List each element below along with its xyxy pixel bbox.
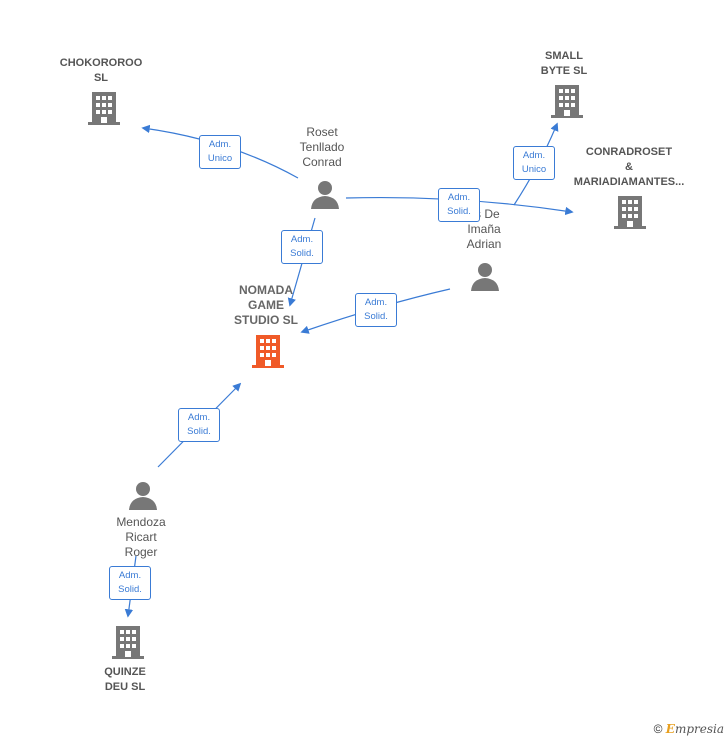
brand-watermark: © Empresia [654, 722, 724, 736]
company-label-quinze[interactable]: QUINZE DEU SL [104, 666, 146, 693]
brand-logo: Empresia [665, 722, 724, 736]
edge-badge-roset-nomada[interactable]: Adm. Solid. [281, 230, 323, 264]
edge-badge-mendoza-quinze[interactable]: Adm. Solid. [109, 566, 151, 600]
building-icon [614, 196, 646, 229]
company-label-chokororoo[interactable]: CHOKOROROO SL [59, 57, 143, 84]
person-icon [471, 263, 499, 291]
building-icon [88, 92, 120, 125]
edge-badge-roset-chokororoo[interactable]: Adm. Unico [199, 135, 241, 169]
person-label-roset[interactable]: Roset Tenllado Conrad [299, 125, 345, 169]
building-icon [112, 626, 144, 659]
edge-badge-roset-conradroset[interactable]: Adm. Solid. [438, 188, 480, 222]
person-icon [311, 181, 339, 209]
company-label-conradroset[interactable]: CONRADROSET & MARIADIAMANTES... [573, 146, 685, 188]
building-icon-focus [252, 335, 284, 368]
copyright-symbol: © [653, 722, 663, 736]
person-icon [129, 482, 157, 510]
edge-badge-martinez-nomada[interactable]: Adm. Solid. [355, 293, 397, 327]
edge-badge-mendoza-nomada[interactable]: Adm. Solid. [178, 408, 220, 442]
company-label-small-byte[interactable]: SMALL BYTE SL [540, 50, 588, 77]
company-label-nomada[interactable]: NOMADA GAME STUDIO SL [233, 283, 298, 327]
edge-badge-martinez-small-byte[interactable]: Adm. Unico [513, 146, 555, 180]
person-label-mendoza[interactable]: Mendoza Ricart Roger [116, 515, 166, 559]
building-icon [551, 85, 583, 118]
